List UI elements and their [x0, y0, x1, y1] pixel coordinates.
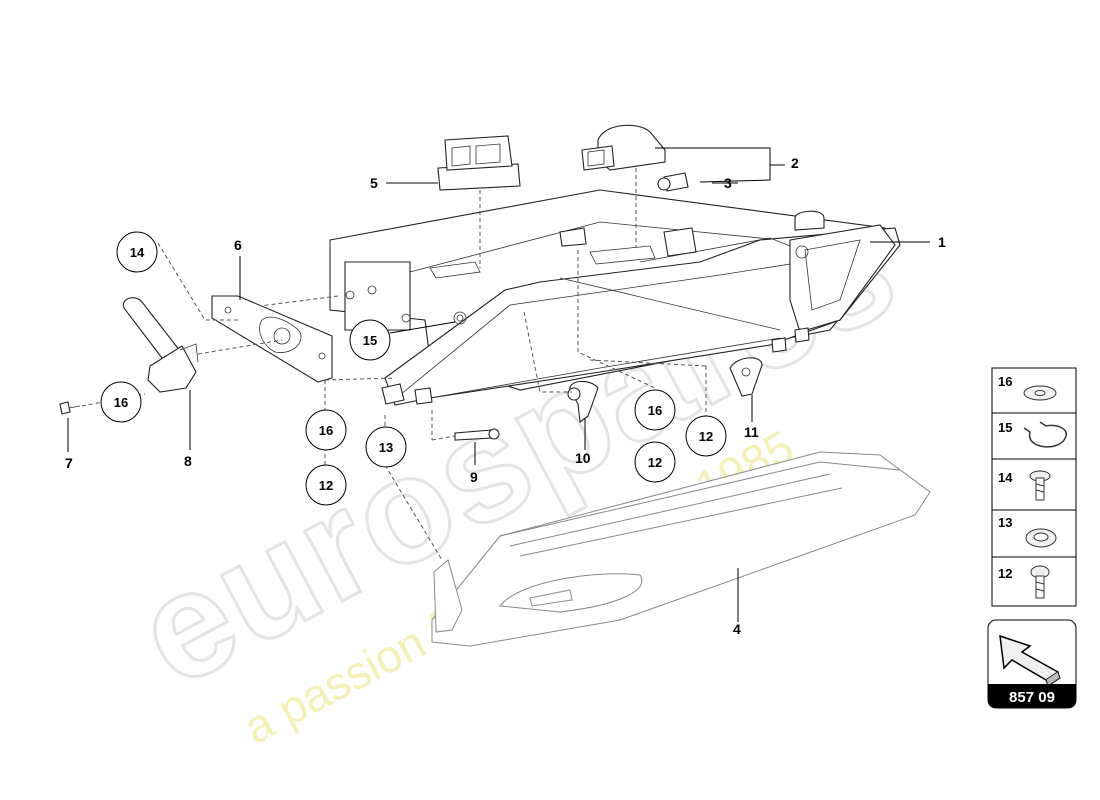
circled-callout-15: 15	[349, 319, 391, 361]
part-4-glovebox-lid	[431, 451, 931, 647]
svg-text:15: 15	[363, 333, 377, 348]
svg-text:16: 16	[319, 423, 333, 438]
circlip-icon	[1023, 421, 1067, 448]
legend-row-16: 16	[998, 374, 1012, 389]
circled-callout-12-mid: 12	[634, 441, 676, 483]
glovebox-housing	[329, 189, 901, 406]
callout-1: 1	[938, 234, 946, 250]
diagram-code-badge: 857 09	[987, 619, 1077, 709]
svg-text:13: 13	[379, 440, 393, 455]
part-8-torch	[122, 297, 199, 393]
part-7-screw	[59, 401, 81, 415]
circled-callout-12-right: 12	[685, 415, 727, 457]
circled-callouts: 14 15 16 16 12 13 16 12	[100, 231, 727, 506]
callout-6: 6	[234, 237, 242, 253]
flange-screw-icon	[1029, 470, 1051, 501]
circled-callout-16-right: 16	[634, 389, 676, 431]
part-callouts: 1 2 3 4 5 6 7 8 9 10 11	[65, 155, 946, 637]
part-5-light-module	[437, 135, 521, 191]
legend-row-13: 13	[998, 515, 1012, 530]
circled-callout-14: 14	[116, 231, 158, 273]
callout-4: 4	[733, 621, 741, 637]
fastener-legend: 16 15 14 13 12	[991, 367, 1077, 607]
circled-callout-13: 13	[365, 426, 407, 468]
svg-text:14: 14	[130, 245, 145, 260]
arrow-icon	[999, 634, 1061, 687]
callout-7: 7	[65, 455, 73, 471]
circled-callout-16-mid: 16	[305, 409, 347, 451]
part-11-bracket	[729, 357, 763, 397]
svg-text:12: 12	[648, 455, 662, 470]
callout-9: 9	[470, 469, 478, 485]
legend-row-14: 14	[998, 470, 1013, 485]
callout-5: 5	[370, 175, 378, 191]
callout-10: 10	[575, 450, 591, 466]
diagram-code: 857 09	[1009, 689, 1055, 706]
svg-text:12: 12	[319, 478, 333, 493]
circled-callout-12-left: 12	[305, 464, 347, 506]
part-9-pin	[454, 428, 500, 441]
screw-icon	[1030, 565, 1050, 599]
washer-icon	[1023, 385, 1057, 401]
svg-text:16: 16	[114, 395, 128, 410]
svg-text:16: 16	[648, 403, 662, 418]
circled-callout-16-left: 16	[100, 381, 142, 423]
clip-nut-icon	[1025, 528, 1057, 548]
legend-row-12: 12	[998, 566, 1012, 581]
part-2-switch	[581, 124, 666, 171]
callout-3: 3	[724, 175, 732, 191]
part-3-bulb	[657, 172, 689, 192]
svg-text:12: 12	[699, 429, 713, 444]
legend-row-15: 15	[998, 420, 1012, 435]
callout-8: 8	[184, 453, 192, 469]
callout-11: 11	[744, 424, 759, 440]
callout-2: 2	[791, 155, 799, 171]
part-10-latch	[567, 380, 599, 424]
part-6-bracket-plate	[211, 295, 333, 383]
